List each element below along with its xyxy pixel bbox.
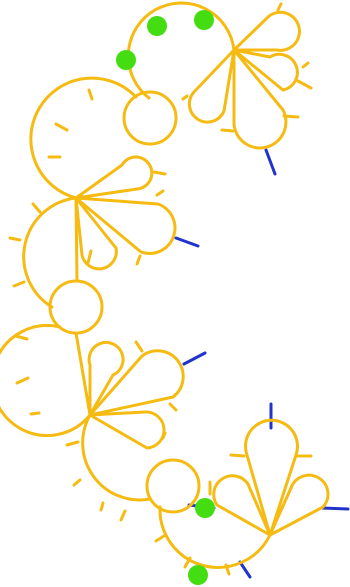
connector-stem <box>76 198 77 280</box>
tick <box>31 413 39 414</box>
marker-dot[interactable] <box>195 498 215 518</box>
marker-dot[interactable] <box>194 10 214 30</box>
tick <box>284 116 298 117</box>
tick <box>163 433 165 438</box>
tick <box>10 238 20 240</box>
tick <box>154 172 165 174</box>
marker-dot[interactable] <box>116 50 136 70</box>
tick <box>231 455 244 456</box>
tick <box>101 503 103 510</box>
connector-line <box>322 508 348 509</box>
marker-dot[interactable] <box>147 16 167 36</box>
marker-dot[interactable] <box>188 565 208 585</box>
tick <box>222 130 233 131</box>
